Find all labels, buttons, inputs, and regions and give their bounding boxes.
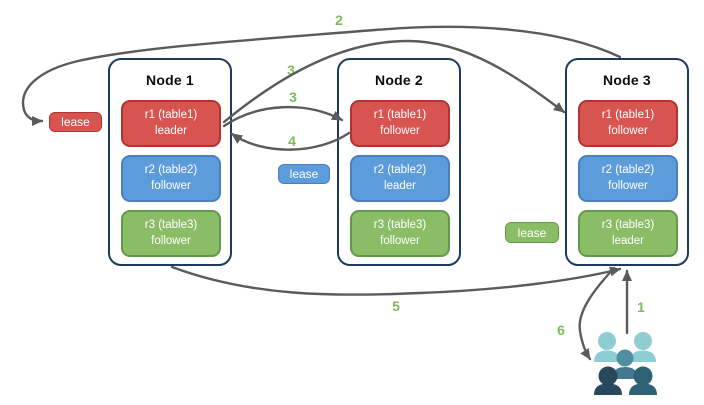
step-label-6: 6 — [557, 322, 565, 338]
step-label-2: 2 — [335, 12, 343, 28]
lease-tag-r2: lease — [278, 164, 330, 184]
users-icon — [591, 331, 661, 395]
node1-replica-r1: r1 (table1) leader — [121, 100, 221, 147]
node2-replica-r2: r2 (table2) leader — [350, 155, 450, 202]
arrow-step-5-node1-to-node3 — [170, 265, 622, 296]
step-label-3a: 3 — [287, 62, 295, 78]
node-2-title: Node 2 — [375, 72, 423, 88]
replica-name: r2 (table2) — [144, 163, 198, 176]
node-1-title: Node 1 — [146, 72, 194, 88]
node-3-title: Node 3 — [603, 72, 651, 88]
step-label-3b: 3 — [289, 89, 297, 105]
node2-replica-r1: r1 (table1) follower — [350, 100, 450, 147]
lease-tag-r1: lease — [49, 112, 102, 132]
replica-role: follower — [380, 124, 420, 137]
node3-replica-r2: r2 (table2) follower — [578, 155, 678, 202]
step-label-1: 1 — [637, 299, 645, 315]
node-2-box: Node 2 r1 (table1) follower r2 (table2) … — [337, 58, 461, 266]
replica-role: follower — [608, 179, 648, 192]
replica-name: r3 (table3) — [601, 218, 655, 231]
node2-replica-r3: r3 (table3) follower — [350, 210, 450, 257]
replica-name: r2 (table2) — [373, 163, 427, 176]
node1-replica-r2: r2 (table2) follower — [121, 155, 221, 202]
replica-name: r3 (table3) — [373, 218, 427, 231]
step-label-4: 4 — [288, 133, 296, 149]
lease-tag-r3: lease — [505, 222, 559, 243]
replica-role: follower — [608, 124, 648, 137]
replica-name: r1 (table1) — [373, 108, 427, 121]
replica-name: r3 (table3) — [144, 218, 198, 231]
replica-name: r2 (table2) — [601, 163, 655, 176]
node-1-box: Node 1 r1 (table1) leader r2 (table2) fo… — [108, 58, 232, 266]
step-label-5: 5 — [392, 298, 400, 314]
node3-replica-r3: r3 (table3) leader — [578, 210, 678, 257]
replica-role: follower — [151, 234, 191, 247]
replica-name: r1 (table1) — [144, 108, 198, 121]
replica-role: leader — [155, 124, 187, 137]
replica-role: follower — [380, 234, 420, 247]
node1-replica-r3: r3 (table3) follower — [121, 210, 221, 257]
replica-role: leader — [612, 234, 644, 247]
replica-role: follower — [151, 179, 191, 192]
replica-role: leader — [384, 179, 416, 192]
node3-replica-r1: r1 (table1) follower — [578, 100, 678, 147]
arrow-step-3-leader-to-node2 — [222, 105, 344, 128]
node-3-box: Node 3 r1 (table1) follower r2 (table2) … — [565, 58, 689, 266]
replica-name: r1 (table1) — [601, 108, 655, 121]
